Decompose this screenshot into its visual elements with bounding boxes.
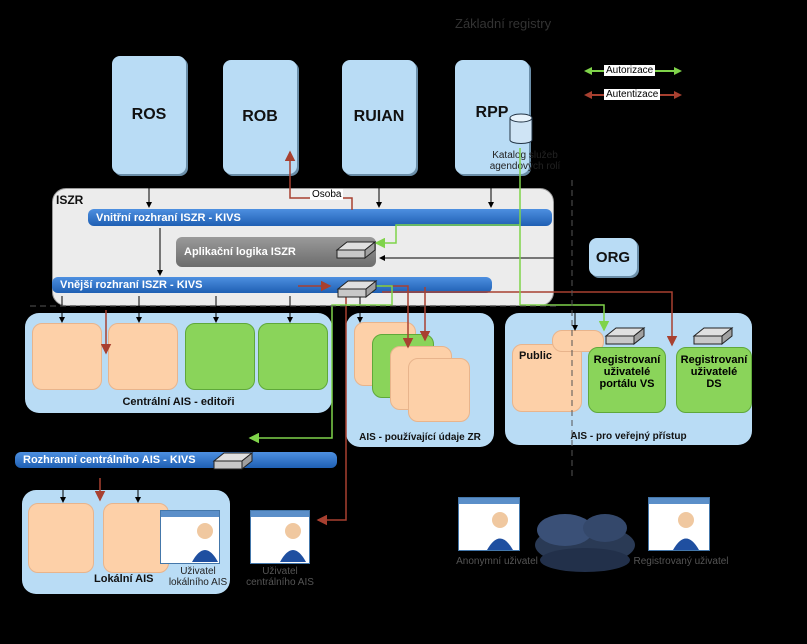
ais-zr-app-4[interactable] [408, 358, 470, 422]
gateway-icon [212, 451, 254, 471]
database-icon [509, 113, 533, 144]
registry-ros[interactable]: ROS [112, 56, 186, 174]
public-label: Public [519, 350, 553, 362]
local-user-screen [160, 510, 220, 564]
header-title: Základní registry [455, 16, 552, 31]
local-user-line1: Uživatel [180, 566, 216, 577]
gateway-icon [336, 279, 378, 299]
registry-ruian[interactable]: RUIAN [342, 60, 416, 174]
central-user-line2: centrálního AIS [246, 577, 314, 588]
reg-ds-line3: DS [706, 378, 722, 390]
internet-cloud-icon [535, 514, 635, 572]
osoba-label: Osoba [310, 189, 344, 200]
central-ais-app-2[interactable] [108, 323, 178, 390]
ais-public-label: AIS - pro veřejný přístup [570, 431, 687, 442]
reg-portal-line1: Registrovaní [593, 354, 661, 366]
anon-user-screen [458, 497, 520, 551]
central-ais-label: Centrální AIS - editoři [122, 396, 235, 408]
catalog-line2: agendových rolí [489, 161, 561, 172]
iszr-external-interface: Vnější rozhraní ISZR - KIVS [52, 277, 492, 293]
reg-portal-line3: portálu VS [599, 378, 655, 390]
iszr-title: ISZR [56, 193, 84, 207]
org-box[interactable]: ORG [589, 238, 637, 276]
catalog-label: Katalog služeb agendových rolí [480, 150, 570, 172]
central-user-screen [250, 510, 310, 564]
anon-user-label: Anonymní uživatel [456, 556, 538, 567]
reg-ds-line2: uživatelé [690, 366, 738, 378]
registered-user-label: Registrovaný uživatel [633, 556, 729, 567]
reg-portal-line2: uživatelé [603, 366, 651, 378]
iszr-internal-interface: Vnitřní rozhraní ISZR - KIVS [88, 209, 552, 226]
ros-label: ROS [131, 106, 167, 123]
central-ais-app-4[interactable] [258, 323, 328, 390]
local-ais-label: Lokální AIS [94, 573, 154, 585]
gateway-icon [604, 326, 646, 346]
central-ais-app-3[interactable] [185, 323, 255, 390]
gateway-icon [335, 240, 377, 260]
rpp-label: RPP [475, 104, 509, 121]
registry-rob[interactable]: ROB [223, 60, 297, 174]
ais-zr-label: AIS - používající údaje ZR [359, 432, 481, 443]
legend-authentication: Autentizace [604, 89, 661, 100]
reg-ds-line1: Registrovaní [680, 354, 748, 366]
registered-user-screen [648, 497, 710, 551]
legend-authorization: Autorizace [604, 65, 656, 76]
ruian-label: RUIAN [353, 108, 405, 125]
reg-portal-box[interactable]: Registrovaní uživatelé portálu VS [588, 347, 666, 413]
central-ais-interface: Rozhranní centrálního AIS - KIVS [15, 452, 337, 468]
ais-public-app[interactable] [512, 344, 582, 412]
catalog-line1: Katalog služeb [492, 150, 558, 161]
reg-ds-box[interactable]: Registrovaní uživatelé DS [676, 347, 752, 413]
local-ais-app-2[interactable] [103, 503, 169, 573]
gateway-icon [692, 326, 734, 346]
central-user-line1: Uživatel [262, 566, 298, 577]
central-user-label: Uživatel centrálního AIS [236, 566, 324, 588]
local-user-label: Uživatel lokálního AIS [168, 566, 228, 588]
rob-label: ROB [242, 108, 278, 125]
org-label: ORG [595, 248, 631, 266]
local-ais-app-1[interactable] [28, 503, 94, 573]
local-user-line2: lokálního AIS [168, 577, 228, 588]
central-ais-app-1[interactable] [32, 323, 102, 390]
